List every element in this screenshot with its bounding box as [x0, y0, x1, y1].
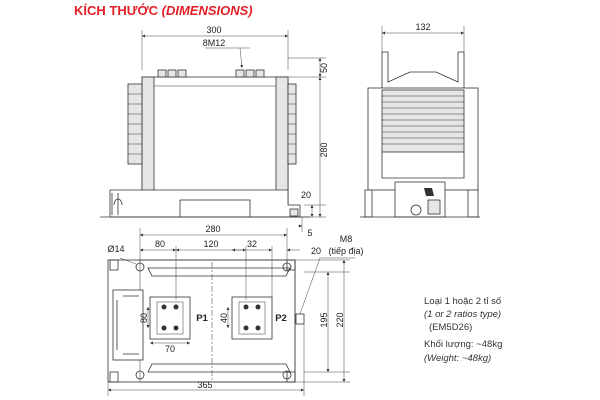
dim-plan-depth: 220 [335, 312, 345, 327]
plan-mounting-hole-tl [135, 262, 145, 272]
dim-terminal-spacing: 120 [203, 239, 218, 249]
dim-terminal-pitch: 40 [219, 313, 229, 323]
drawing-title: KÍCH THƯỚC (DIMENSIONS) [74, 3, 253, 18]
dim-front-width: 300 [206, 25, 221, 35]
front-top-bolts [157, 69, 265, 78]
side-fins [381, 89, 465, 153]
dim-hole-diameter: Ø14 [107, 244, 124, 254]
side-view [360, 26, 480, 218]
dim-plan-inner-width: 280 [205, 224, 220, 234]
dim-bolt-spec: 8M12 [203, 38, 226, 48]
dim-terminal-pad: 70 [165, 344, 175, 354]
terminal-p1-pad [149, 296, 191, 340]
terminal-p1-label: P1 [196, 313, 208, 324]
dim-terminal-offset: 80 [155, 239, 165, 249]
plan-mounting-hole-bl [135, 370, 145, 380]
info-weight-en: (Weight: ~48kg) [424, 353, 492, 364]
dim-plan-inner-depth: 195 [319, 312, 329, 327]
info-weight-vi: Khối lượng: ~48kg [424, 339, 503, 350]
dim-top-offset: 50 [319, 63, 329, 73]
plan-top-rail [147, 267, 291, 277]
title-sub: (DIMENSIONS) [161, 3, 253, 18]
front-ground-bolt [289, 208, 299, 217]
plan-side-plate [112, 289, 144, 361]
dim-ground-bolt: M8 [340, 234, 353, 244]
front-nameplate [179, 199, 251, 218]
info-type-en: (1 or 2 ratios type) [424, 309, 502, 320]
plan-ground-bolt [295, 313, 305, 325]
dim-edge-offset: 20 [311, 246, 321, 256]
info-type-vi: Loại 1 hoặc 2 tỉ số [424, 296, 502, 307]
info-model: (EM5D26) [429, 322, 473, 333]
dim-side-width: 132 [415, 22, 430, 32]
dim-ground-offset: 5 [307, 228, 312, 238]
dim-base-height: 20 [301, 190, 311, 200]
front-fins [127, 83, 297, 165]
dim-height: 280 [319, 142, 329, 157]
plan-bottom-rail [147, 363, 291, 373]
side-top-frame [381, 51, 465, 88]
side-terminal-knob [410, 204, 422, 216]
dim-ground-note: (tiếp địa) [328, 246, 363, 256]
terminal-p2-pad [231, 296, 273, 340]
dim-total-length: 365 [197, 380, 212, 390]
front-view [100, 30, 326, 232]
plan-view [107, 228, 355, 396]
dim-terminal-width: 32 [247, 239, 257, 249]
dim-terminal-height: 80 [139, 313, 149, 323]
title-main: KÍCH THƯỚC [74, 3, 158, 18]
terminal-p2-label: P2 [275, 313, 287, 324]
